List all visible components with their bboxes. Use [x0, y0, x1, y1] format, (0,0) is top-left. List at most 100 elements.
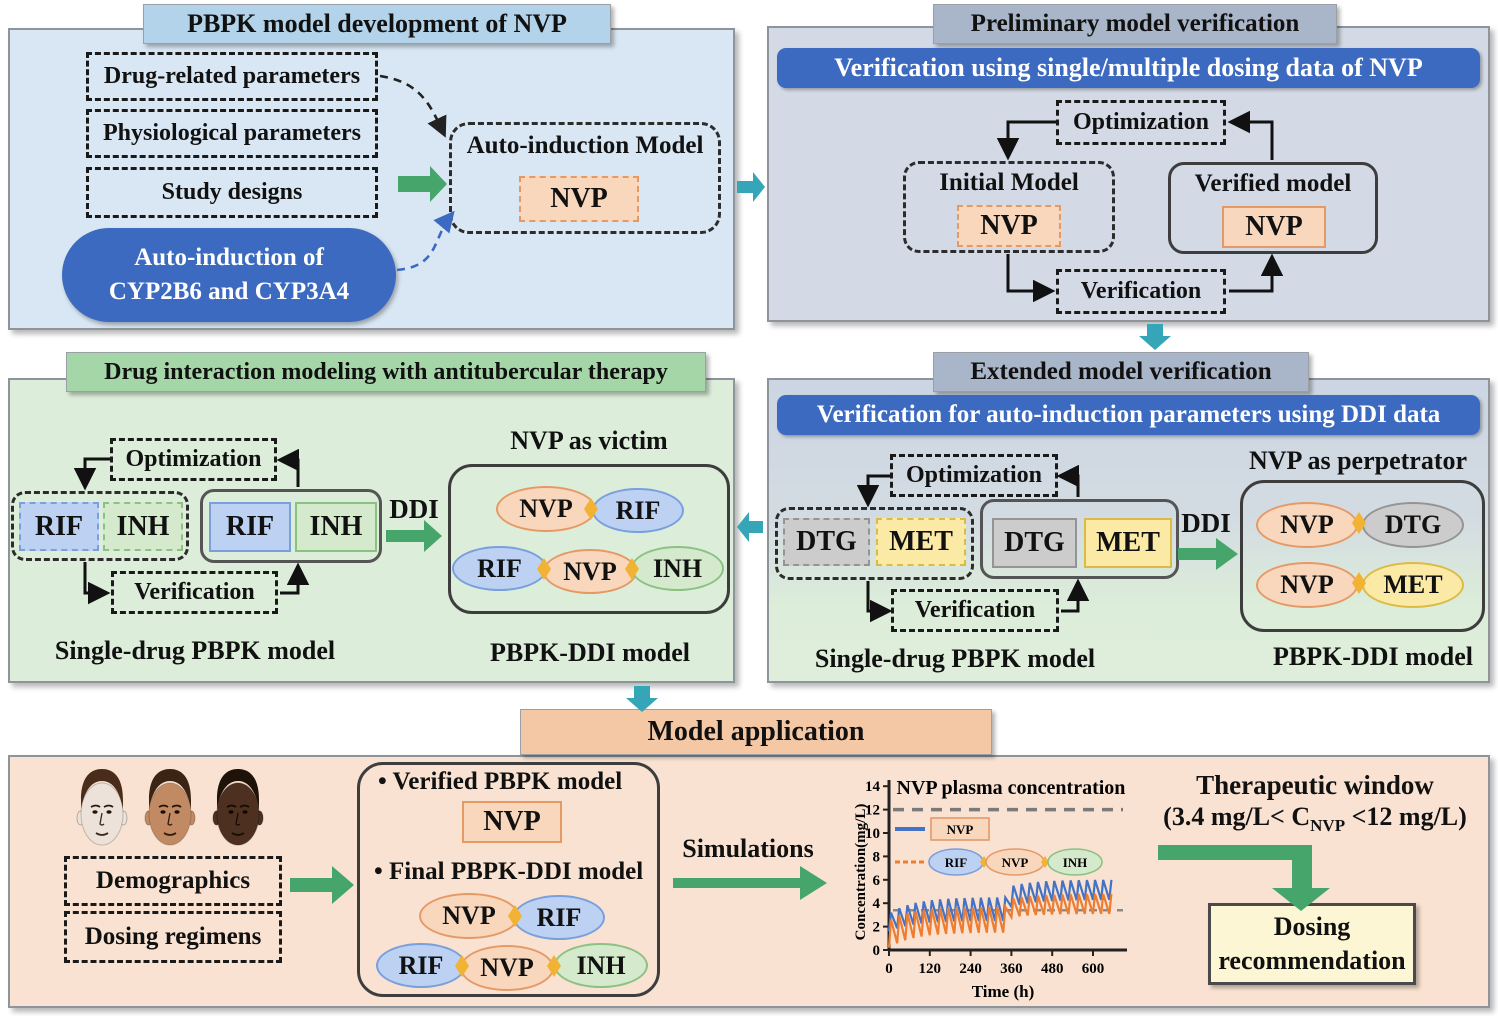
svg-text:360: 360 — [1000, 961, 1023, 977]
chart-legend: NVP RIF NVP INH — [895, 817, 1103, 876]
drug-label: MET — [889, 526, 953, 557]
box-label: Dosing regimens — [84, 923, 262, 950]
rif-box-dashed: RIF — [19, 502, 99, 551]
verification-box-p2: Verification — [1056, 269, 1226, 314]
input-drug-related-parameters: Drug-related parameters — [86, 52, 378, 101]
final-models-container — [357, 762, 660, 997]
app-nvp-1: NVP — [419, 893, 519, 939]
drug-label: INH — [576, 950, 626, 980]
drug-label: NVP — [480, 953, 534, 982]
panel-preliminary-verification-title: Preliminary model verification — [933, 4, 1337, 44]
range-pre: (3.4 mg/L< C — [1163, 802, 1311, 831]
demographics-box: Demographics — [64, 856, 282, 906]
optimization-box-p2: Optimization — [1056, 100, 1226, 145]
app-rif-1: RIF — [513, 895, 605, 940]
input-label: Study designs — [161, 179, 303, 205]
population-faces — [72, 766, 268, 850]
drug-label: DTG — [1004, 527, 1065, 558]
perp-nvp-2: NVP — [1256, 562, 1358, 608]
verification-box-p4: Verification — [891, 589, 1059, 632]
box-label: Verification — [134, 579, 255, 605]
range-subscript: NVP — [1310, 816, 1346, 835]
legend-nvp: NVP — [947, 822, 974, 837]
input-study-designs: Study designs — [86, 167, 378, 218]
ddi-label-p4: DDI — [1178, 508, 1234, 539]
panel-model-application-title: Model application — [520, 709, 992, 755]
victim-container — [448, 464, 730, 614]
title-text: Drug interaction modeling with antituber… — [104, 358, 668, 385]
simulations-label: Simulations — [678, 834, 818, 864]
label-text: NVP as victim — [510, 426, 668, 455]
dtg-met-solid-container — [980, 499, 1179, 579]
drug-label: RIF — [225, 511, 275, 542]
range-post: <12 mg/L) — [1345, 802, 1467, 831]
dtg-box-solid: DTG — [992, 518, 1077, 568]
drug-label: NVP — [519, 494, 573, 523]
input-physiological-parameters: Physiological parameters — [86, 109, 378, 158]
label-text: Verified model — [1194, 170, 1352, 197]
dtg-box-dashed: DTG — [783, 518, 870, 566]
preliminary-banner: Verification using single/multiple dosin… — [777, 48, 1480, 88]
svg-text:480: 480 — [1041, 961, 1064, 977]
panel-model-development-title: PBPK model development of NVP — [143, 4, 611, 44]
perp-met: MET — [1362, 562, 1464, 608]
drug-label: DTG — [796, 526, 857, 557]
auto-induction-model-container — [449, 122, 721, 234]
verified-pbpk-bullet: • Verified PBPK model — [372, 768, 652, 796]
drug-label: RIF — [477, 553, 522, 583]
panel-extended-verification-title: Extended model verification — [933, 352, 1309, 392]
svg-text:6: 6 — [873, 873, 881, 889]
chart-y-axis-label: Concentration(mg/L) — [853, 804, 869, 941]
victim-rif-2: RIF — [452, 546, 547, 591]
verification-box-p3: Verification — [111, 571, 278, 614]
box-label: Demographics — [95, 867, 251, 894]
drug-label: INH — [652, 553, 703, 583]
app-rif-2: RIF — [376, 943, 466, 988]
legend-nvp-combo: NVP — [1002, 855, 1029, 870]
face-dark-skin-icon — [212, 769, 264, 846]
legend-rif: RIF — [945, 855, 967, 870]
ddi-connector-icon — [1041, 856, 1049, 868]
svg-text:8: 8 — [873, 849, 881, 865]
optimization-box-p3: Optimization — [110, 438, 277, 481]
label-text: DDI — [389, 494, 439, 524]
label-text: Initial Model — [939, 169, 1079, 196]
perp-dtg: DTG — [1362, 502, 1464, 548]
box-label: Verification — [1080, 278, 1202, 304]
ddi-label-p3: DDI — [386, 494, 442, 525]
single-drug-label-p3: Single-drug PBPK model — [40, 636, 350, 666]
title-text: Extended model verification — [970, 358, 1272, 385]
svg-text:240: 240 — [959, 961, 982, 977]
chart-title: NVP plasma concentration — [897, 777, 1126, 799]
label-text: Single-drug PBPK model — [814, 644, 1096, 673]
banner-text: Verification for auto-induction paramete… — [816, 401, 1441, 428]
svg-text:4: 4 — [873, 896, 881, 912]
drug-label: NVP — [483, 806, 541, 837]
ddi-connector-icon — [584, 498, 598, 520]
nvp-as-perpetrator-label: NVP as perpetrator — [1243, 446, 1473, 476]
rif-inh-solid-container — [200, 489, 382, 563]
svg-text:2: 2 — [873, 920, 881, 936]
chart-x-axis-label: Time (h) — [972, 982, 1035, 1001]
box-line2: recommendation — [1218, 946, 1406, 975]
box-label: Optimization — [125, 446, 262, 472]
ddi-connector-icon — [455, 955, 469, 977]
extended-banner: Verification for auto-induction paramete… — [777, 395, 1480, 435]
nvp-as-victim-label: NVP as victim — [448, 426, 730, 456]
ddi-connector-icon — [1352, 512, 1366, 534]
drug-label: NVP — [1280, 510, 1334, 539]
drug-label: NVP — [442, 901, 496, 930]
drug-label: DTG — [1384, 510, 1442, 539]
rif-box-solid: RIF — [209, 502, 291, 552]
drug-label: MET — [1096, 527, 1160, 558]
label-text: PBPK-DDI model — [489, 638, 691, 667]
title-text: Model application — [647, 716, 865, 747]
victim-inh-2: INH — [631, 546, 724, 591]
pbpk-ddi-label-p3: PBPK-DDI model — [460, 638, 720, 668]
ddi-connector-icon — [508, 905, 522, 927]
box-label: Optimization — [906, 462, 1042, 488]
label-text: • Final PBPK-DDI model — [374, 858, 644, 885]
victim-nvp-2: NVP — [543, 549, 637, 594]
input-label: Drug-related parameters — [103, 63, 361, 89]
drug-label: RIF — [34, 510, 84, 542]
